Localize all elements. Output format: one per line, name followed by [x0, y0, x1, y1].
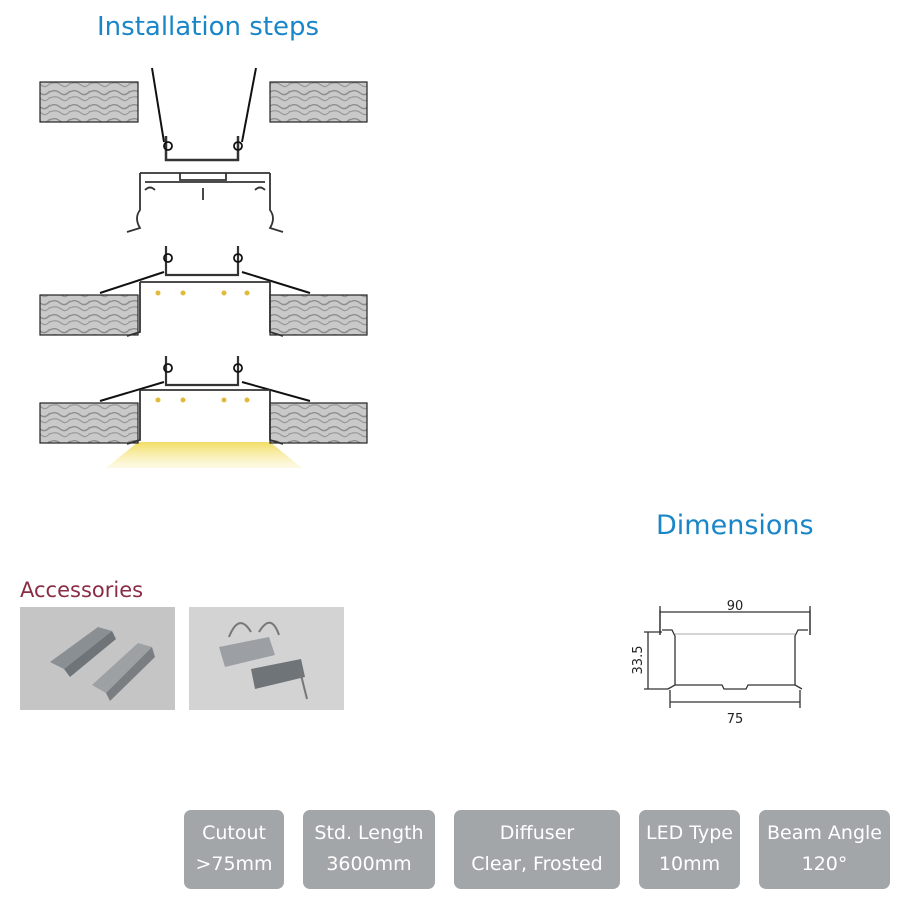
- accessories-title: Accessories: [20, 578, 144, 602]
- step2-profile: [126, 172, 284, 233]
- spec-led-type-label: LED Type: [646, 822, 733, 844]
- spec-std-length-value: 3600mm: [326, 853, 412, 875]
- step1-ceiling: [39, 67, 368, 162]
- spec-cutout: Cutout >75mm: [184, 810, 284, 889]
- dimensions-title: Dimensions: [656, 510, 814, 541]
- spec-led-type: LED Type 10mm: [639, 810, 740, 889]
- spec-diffuser-value: Clear, Frosted: [471, 853, 603, 875]
- spec-beam-angle-label: Beam Angle: [767, 822, 882, 844]
- accessory-end-cap-image: [20, 607, 175, 710]
- dim-height: 33.5: [631, 646, 646, 675]
- spec-diffuser-label: Diffuser: [499, 822, 575, 844]
- installation-diagram: [39, 67, 368, 468]
- dim-width-bottom: 75: [727, 712, 744, 727]
- spec-beam-angle: Beam Angle 120°: [759, 810, 890, 889]
- spec-cutout-label: Cutout: [202, 822, 266, 844]
- dim-width-top: 90: [727, 599, 744, 614]
- spec-led-type-value: 10mm: [658, 853, 721, 875]
- spec-diffuser: Diffuser Clear, Frosted: [454, 810, 620, 889]
- spec-std-length: Std. Length 3600mm: [303, 810, 435, 889]
- spec-cutout-value: >75mm: [195, 853, 273, 875]
- spec-beam-angle-value: 120°: [801, 853, 848, 875]
- step3-mount: [39, 246, 368, 337]
- spec-std-length-label: Std. Length: [314, 822, 424, 844]
- installation-steps-title: Installation steps: [97, 12, 320, 42]
- dimensions-diagram: 90 75 33.5: [631, 599, 811, 727]
- accessory-mounting-clip-image: [189, 607, 344, 710]
- step4-installed: [39, 356, 368, 468]
